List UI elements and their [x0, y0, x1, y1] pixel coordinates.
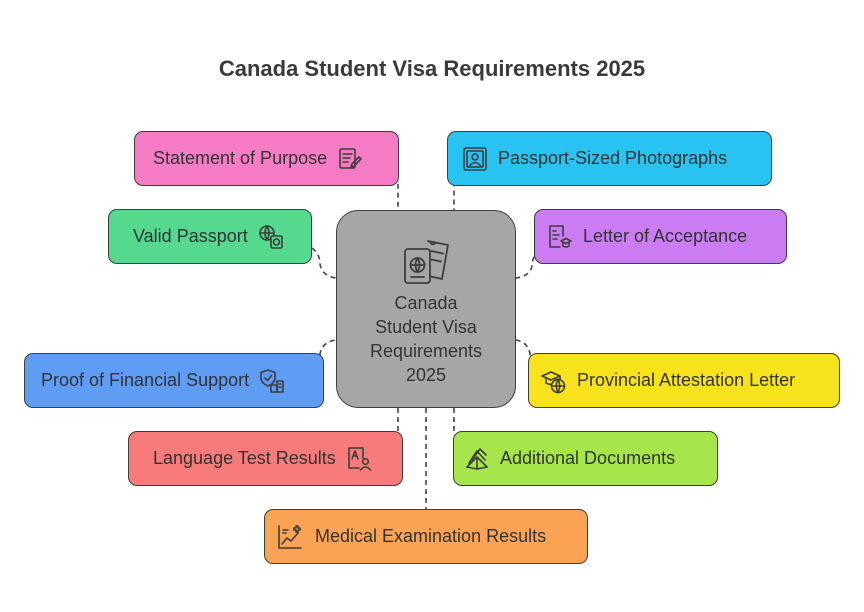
node-label: Additional Documents	[500, 448, 676, 468]
connector-pal	[515, 339, 537, 373]
globe-passport-icon	[258, 224, 284, 250]
node-additional-documents: Additional Documents	[453, 431, 718, 486]
diagram-title: Canada Student Visa Requirements 2025	[218, 56, 646, 81]
passport-ticket-icon	[400, 235, 452, 287]
language-test-icon	[346, 446, 372, 472]
document-edit-icon	[337, 146, 363, 172]
portrait-photo-icon	[462, 146, 488, 172]
node-statement-of-purpose: Statement of Purpose	[134, 131, 399, 186]
medical-chart-icon	[277, 524, 303, 550]
node-label: Letter of Acceptance	[583, 226, 748, 246]
center-hub: Canada Student Visa Requirements 2025	[336, 210, 516, 408]
node-label: Passport-Sized Photographs	[498, 148, 728, 168]
node-label: Medical Examination Results	[315, 526, 547, 546]
graduation-globe-icon	[541, 368, 567, 394]
node-label: Statement of Purpose	[153, 148, 328, 168]
node-label: Language Test Results	[153, 448, 336, 468]
node-proof-of-financial-support: Proof of Financial Support	[24, 353, 324, 408]
node-letter-of-acceptance: Letter of Acceptance	[534, 209, 787, 264]
node-medical-examination-results: Medical Examination Results	[264, 509, 588, 564]
connector-passport	[311, 247, 337, 279]
documents-stack-icon	[464, 446, 490, 472]
node-language-test-results: Language Test Results	[128, 431, 403, 486]
center-label: Canada Student Visa Requirements 2025	[369, 293, 483, 385]
node-valid-passport: Valid Passport	[108, 209, 312, 264]
node-provincial-attestation-letter: Provincial Attestation Letter	[528, 353, 840, 408]
node-label: Provincial Attestation Letter	[577, 370, 796, 390]
shield-building-icon	[259, 368, 285, 394]
certificate-graduation-icon	[547, 224, 573, 250]
connector-acceptance	[515, 249, 541, 279]
node-passport-photographs: Passport-Sized Photographs	[447, 131, 772, 186]
node-label: Valid Passport	[133, 226, 248, 246]
node-label: Proof of Financial Support	[41, 370, 250, 390]
